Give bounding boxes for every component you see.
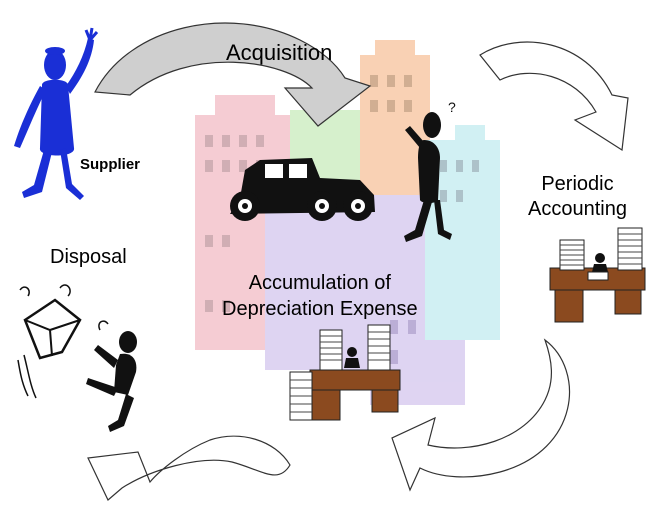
label-periodic-line1: Periodic — [541, 173, 614, 195]
label-periodic-accounting: Periodic Accounting — [528, 172, 627, 222]
desk-with-paper-stacks-icon — [289, 324, 401, 421]
label-periodic-line2: Accounting — [528, 198, 627, 220]
label-disposal: Disposal — [50, 246, 127, 268]
person-kicking-box-icon — [17, 284, 137, 432]
label-accumulation-line1: Accumulation of — [248, 272, 391, 294]
cycle-arrows — [87, 22, 629, 501]
desk-with-paper-stacks-icon — [549, 227, 646, 323]
label-acquisition: Acquisition — [226, 40, 333, 65]
label-supplier: Supplier — [80, 156, 141, 173]
label-accumulation-line2: Depreciation Expense — [222, 298, 418, 320]
arrow-acquisition-to-periodic — [479, 41, 629, 152]
label-accumulation: Accumulation of Depreciation Expense — [222, 270, 418, 322]
waving-person-icon — [14, 27, 99, 200]
confused-person-icon: ? — [404, 99, 456, 242]
vintage-car-icon — [230, 158, 375, 221]
svg-text:?: ? — [448, 99, 456, 115]
arrow-supplier-to-acquisition — [94, 22, 372, 127]
arrow-periodic-to-accumulation — [391, 338, 571, 492]
arrow-accumulation-to-disposal — [87, 435, 291, 501]
